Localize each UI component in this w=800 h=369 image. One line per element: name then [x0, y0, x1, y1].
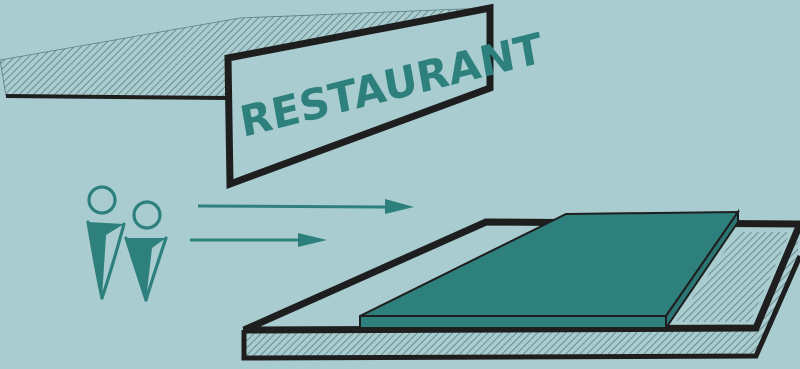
- arrow-right-icon: [198, 199, 414, 214]
- arrow-right-icon-2: [190, 233, 327, 247]
- people-icon: [88, 187, 166, 300]
- table-icon: [244, 212, 800, 358]
